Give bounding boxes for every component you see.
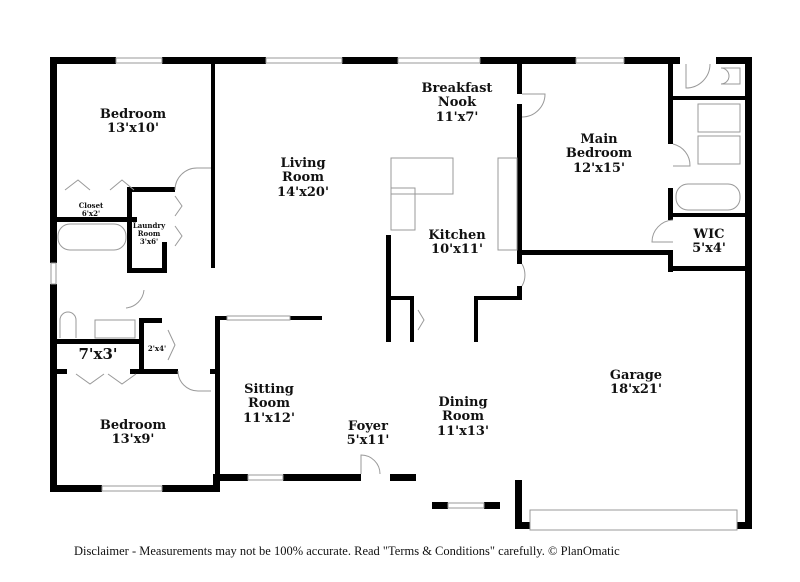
interior-walls — [57, 64, 745, 491]
disclaimer-text: Disclaimer - Measurements may not be 100… — [74, 544, 620, 558]
windows — [50, 57, 738, 531]
doors-and-fixtures — [57, 63, 741, 475]
room-label-bath-2: 7'x3' — [78, 345, 118, 363]
exterior-walls — [50, 57, 752, 529]
room-label-closet-2: 2'x4' — [147, 344, 167, 353]
